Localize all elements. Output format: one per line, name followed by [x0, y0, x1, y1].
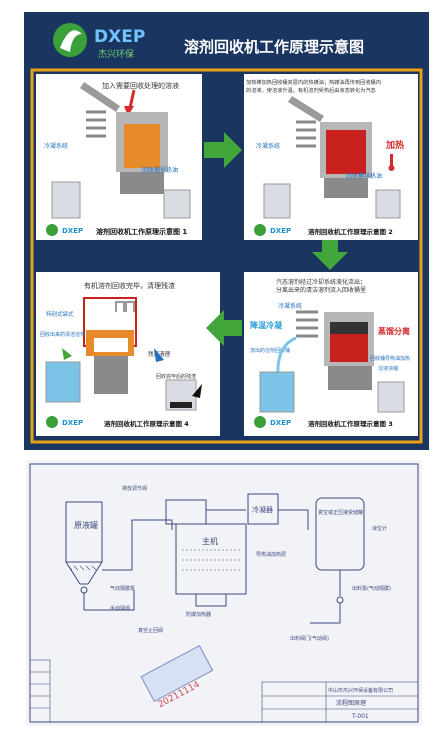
panel3-oil: 回收桶导热油加热 — [370, 355, 410, 362]
panel3-distill: 蒸馏分离 — [378, 326, 410, 336]
title-block — [261, 681, 419, 723]
feed-tank — [65, 501, 103, 610]
panel-1: 加入需要回收处理的溶液 冷凝系统 回收桶导热油 DXEP 溶剂回收机工作原理示意… — [36, 74, 202, 240]
tb-no: T-001 — [351, 713, 369, 720]
panel4-note: 有机溶剂回收完毕，清理残渣 — [84, 281, 175, 290]
recv-label: 真空或正压接受储罐 — [318, 509, 363, 516]
panel1-oil: 回收桶导热油 — [142, 166, 178, 174]
revision-table — [29, 659, 51, 723]
tb-company: 中山市杰兴环保设备有限公司 — [328, 687, 393, 694]
panel3-clean: 流出的溶剂回收桶 — [250, 347, 290, 354]
poster-graphic: DXEP 杰兴环保 溶剂回收机工作原理示意图 加入需要回收处理的溶液 冷凝系统 … — [30, 23, 423, 444]
poster-title: 溶剂回收机工作原理示意图 — [184, 38, 364, 56]
panel2-note-1: 加热棒加热回收桶夹层内的热媒油；热媒油再传到回收桶内 — [246, 78, 381, 86]
panel4-caption: 溶剂回收机工作原理示意图 4 — [104, 419, 189, 428]
panel2-heat: 加热 — [385, 139, 404, 151]
arrow-down — [312, 240, 348, 270]
svg-text:DXEP: DXEP — [62, 419, 83, 427]
panel-3: 汽态溶剂经过冷却系统液化流出； 分离出来的清洁溶剂流入回收桶里 冷凝系统 降温冷… — [244, 272, 418, 436]
logo: DXEP 杰兴环保 — [53, 23, 145, 60]
panel-2: 加热棒加热回收桶夹层内的热媒油；热媒油再传到回收桶内 的溶液，使溶液升温。有机溶… — [244, 74, 418, 240]
process-drawing: 原液罐 主机 冷凝器 真空或正压接受储罐 排放调节阀 导热油加热层 气动隔膜泵 … — [26, 460, 422, 726]
note-out: 出料阀门(气动阀) — [290, 635, 329, 642]
poster: DXEP 杰兴环保 溶剂回收机工作原理示意图 加入需要回收处理的溶液 冷凝系统 … — [24, 12, 429, 450]
arrow-left — [206, 310, 242, 346]
logo-sub: 杰兴环保 — [98, 48, 134, 60]
panel4-slag2: 回收完毕后的残渣 — [156, 373, 196, 380]
note-valve: 手动球阀 — [110, 605, 130, 612]
note-heater: 防爆加热器 — [186, 611, 211, 618]
panel3-condenser: 冷凝系统 — [278, 302, 302, 310]
panel-frame — [30, 68, 423, 444]
note-drain: 出料泵(气动隔膜) — [352, 585, 391, 592]
drawing-graphic: 原液罐 主机 冷凝器 真空或正压接受储罐 排放调节阀 导热油加热层 气动隔膜泵 … — [29, 463, 419, 723]
panel2-note-2: 的溶液，使溶液升温。有机溶剂受热后由液态转化为汽态 — [246, 86, 376, 94]
stamp: 20211114 — [140, 645, 214, 710]
cond-label: 冷凝器 — [252, 505, 273, 514]
panel1-condenser: 冷凝系统 — [44, 142, 68, 150]
main-unit — [165, 499, 247, 607]
svg-text:DXEP: DXEP — [270, 227, 291, 235]
note-pump: 气动隔膜泵 — [110, 585, 135, 592]
panel2-condenser: 冷凝系统 — [256, 142, 280, 150]
panel2-oil: 回收桶导热油 — [346, 172, 382, 180]
panel1-caption: 溶剂回收机工作原理示意图 1 — [96, 227, 187, 236]
panel4-clean: 回收出来的清洁溶剂 — [40, 331, 85, 338]
note-jacket: 导热油加热层 — [256, 551, 286, 558]
condenser — [206, 493, 309, 530]
note-level: 液位计 — [372, 525, 387, 532]
panel4-slag: 残渣清理 — [148, 350, 171, 358]
panel-4: 有机溶剂回收完毕，清理残渣 特别式袋式 回收出来的清洁溶剂 残渣清理 回收完毕后… — [36, 272, 220, 436]
panel2-caption: 溶剂回收机工作原理示意图 2 — [308, 227, 393, 236]
panel3-residue: 溶液浓缩 — [378, 365, 398, 372]
panel3-caption: 溶剂回收机工作原理示意图 3 — [308, 419, 393, 428]
main-label: 主机 — [202, 536, 218, 546]
tb-name: 流程图原理 — [336, 699, 366, 707]
tank-orange — [124, 124, 160, 168]
tank-red — [326, 130, 366, 174]
receiver — [310, 497, 365, 624]
logo-text: DXEP — [94, 27, 145, 47]
svg-text:DXEP: DXEP — [62, 227, 83, 235]
svg-text:DXEP: DXEP — [270, 419, 291, 427]
note-sep: 真空止回阀 — [138, 627, 163, 634]
panel3-note-1: 汽态溶剂经过冷却系统液化流出； — [276, 278, 366, 286]
panel3-note-2: 分离出来的清洁溶剂流入回收桶里 — [276, 286, 366, 294]
panel4-bag: 特别式袋式 — [46, 310, 74, 318]
note-top: 排放调节阀 — [122, 485, 147, 492]
arrow-right-1 — [204, 132, 242, 168]
panel3-cooling: 降温冷凝 — [250, 320, 283, 330]
tank-label: 原液罐 — [74, 520, 98, 530]
panel1-note: 加入需要回收处理的溶液 — [102, 81, 179, 90]
